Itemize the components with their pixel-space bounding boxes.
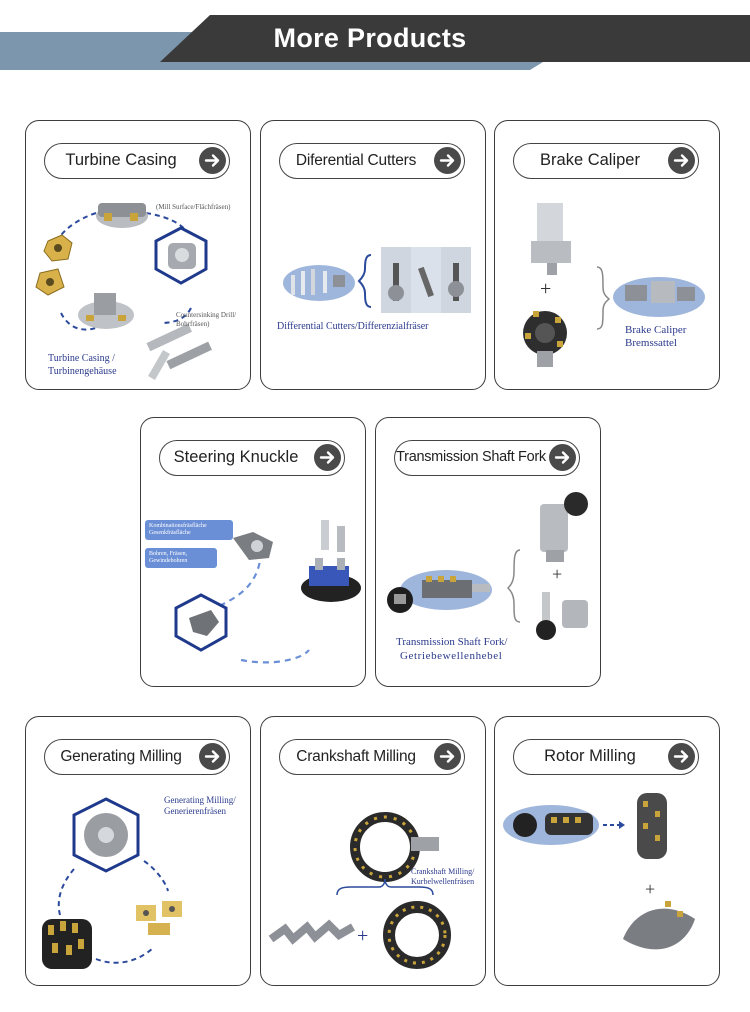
product-card-turbine-casing[interactable]: Turbine Casing — [25, 120, 251, 390]
product-card-rotor-milling[interactable]: Rotor Milling + — [494, 716, 720, 986]
product-title: Diferential Cutters — [295, 152, 417, 169]
product-link-transmission-shaft-fork[interactable]: Transmission Shaft Fork — [394, 440, 580, 476]
caption-line: Generating Milling/ — [164, 795, 236, 805]
arrow-right-icon[interactable] — [549, 444, 576, 471]
page-title: More Products — [273, 23, 467, 53]
arrow-right-icon[interactable] — [314, 444, 341, 471]
crankshaft-milling-illustration: + Crankshaft Milling/ Kurbelwellenfräsen — [261, 779, 487, 984]
plus-sign: + — [552, 564, 563, 584]
caption-line: Brake Caliper — [625, 324, 687, 336]
product-link-rotor-milling[interactable]: Rotor Milling — [513, 739, 699, 775]
transmission-shaft-fork-illustration: + Transmission Shaft Fork/ Getriebewelle… — [376, 480, 602, 685]
caption-line: Bremssattel — [625, 337, 677, 349]
caption-line: Differential Cutters/Differenzialfräser — [277, 321, 429, 332]
product-link-generating-milling[interactable]: Generating Milling — [44, 739, 230, 775]
caption-line: Transmission Shaft Fork/ — [396, 636, 508, 648]
product-title: Transmission Shaft Fork — [396, 449, 546, 465]
generating-milling-illustration: Generating Milling/ Generierenfräsen — [26, 779, 252, 984]
product-link-crankshaft-milling[interactable]: Crankshaft Milling — [279, 739, 465, 775]
product-title: Generating Milling — [60, 748, 182, 765]
arrow-right-icon[interactable] — [434, 743, 461, 770]
caption-line: Generierenfräsen — [164, 806, 226, 816]
brake-caliper-illustration: + Brake Caliper Bremssattel — [495, 183, 721, 388]
caption-line: Kurbelwellenfräsen — [411, 877, 475, 886]
caption-line: Turbine Casing / — [48, 353, 115, 364]
product-title: Brake Caliper — [540, 151, 640, 169]
product-title: Rotor Milling — [544, 747, 636, 765]
arrow-right-icon[interactable] — [668, 743, 695, 770]
product-card-brake-caliper[interactable]: Brake Caliper + Brake Caliper Bremssatte… — [494, 120, 720, 390]
feature-tag: Kombinationsfräsfläche Gesenkfräsfläche — [145, 520, 233, 541]
product-link-turbine-casing[interactable]: Turbine Casing — [44, 143, 230, 179]
note-text: (Mill Surface/Flächfräsen) — [156, 203, 231, 211]
plus-sign: + — [357, 925, 369, 947]
arrow-right-icon[interactable] — [434, 147, 461, 174]
product-card-crankshaft-milling[interactable]: Crankshaft Milling + Crankshaft Milling/… — [260, 716, 486, 986]
arrow-right-icon[interactable] — [199, 743, 226, 770]
header-banner: More Products — [0, 0, 750, 90]
caption-line: Turbinengehäuse — [48, 366, 117, 377]
caption-line: Crankshaft Milling/ — [411, 867, 475, 876]
note-text: Bohrfräsen) — [176, 320, 210, 328]
product-link-steering-knuckle[interactable]: Steering Knuckle — [159, 440, 345, 476]
steering-knuckle-illustration: Kombinationsfräsfläche Gesenkfräsfläche … — [141, 480, 367, 685]
caption-line: Getriebewellenhebel — [400, 650, 503, 662]
rotor-milling-illustration: + — [495, 779, 721, 984]
product-title: Turbine Casing — [65, 151, 177, 169]
plus-sign: + — [540, 278, 552, 300]
product-card-steering-knuckle[interactable]: Steering Knuckle Kombinationsfräsfläche … — [140, 417, 366, 687]
plus-sign: + — [645, 879, 656, 899]
arrow-right-icon[interactable] — [668, 147, 695, 174]
banner-shape — [0, 15, 750, 70]
arrow-right-icon[interactable] — [199, 147, 226, 174]
product-card-differential-cutters[interactable]: Diferential Cutters Differential Cutters… — [260, 120, 486, 390]
product-title: Steering Knuckle — [173, 448, 299, 466]
product-title: Crankshaft Milling — [296, 748, 416, 765]
feature-tag: Bohren, Fräsen, Gewindebohren — [145, 548, 217, 569]
product-card-transmission-shaft-fork[interactable]: Transmission Shaft Fork + Transmission S… — [375, 417, 601, 687]
product-link-differential-cutters[interactable]: Diferential Cutters — [279, 143, 465, 179]
turbine-casing-illustration: (Mill Surface/Flächfräsen) Countersinkin… — [26, 183, 252, 388]
product-link-brake-caliper[interactable]: Brake Caliper — [513, 143, 699, 179]
differential-cutters-illustration: Differential Cutters/Differenzialfräser — [261, 183, 487, 388]
product-card-generating-milling[interactable]: Generating Milling Generating Milling — [25, 716, 251, 986]
note-text: Countersinking Drill/ — [176, 311, 237, 319]
